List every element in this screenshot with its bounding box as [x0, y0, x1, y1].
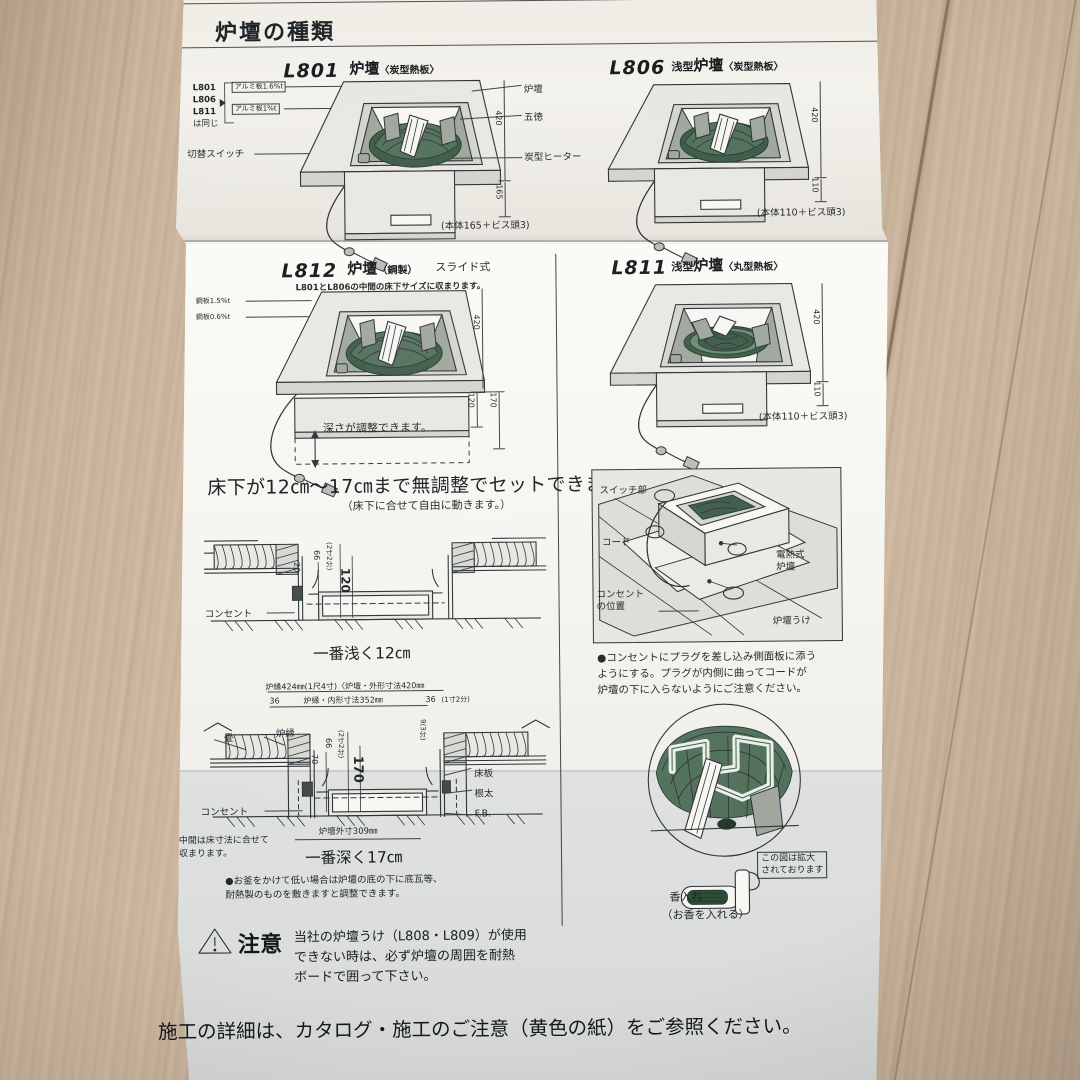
l806-isometric-drawing: [607, 82, 810, 268]
warning-triangle-icon: [198, 927, 234, 955]
l811-isometric-drawing: [609, 282, 812, 472]
fold-highlight-upper: [176, 242, 888, 248]
l801-isometric-drawing: [299, 79, 502, 273]
cross-section-deep-drawing: [203, 719, 551, 828]
fold-crease-lower: [176, 770, 888, 772]
cross-section-shallow-drawing: [203, 537, 547, 632]
fold-crease-upper: [176, 240, 888, 242]
l801-group-bracket: [219, 82, 234, 124]
wiring-illustration: [598, 474, 838, 637]
l812-isometric-drawing: [270, 290, 486, 498]
leaflet-printed-content: 炉壇の種類 L801 炉壇〈炭型熱板〉 L801 L806 L811 は同じ ア…: [176, 0, 888, 1080]
incense-illustration: [647, 703, 801, 915]
wiring-illustration-frame: [591, 467, 843, 644]
